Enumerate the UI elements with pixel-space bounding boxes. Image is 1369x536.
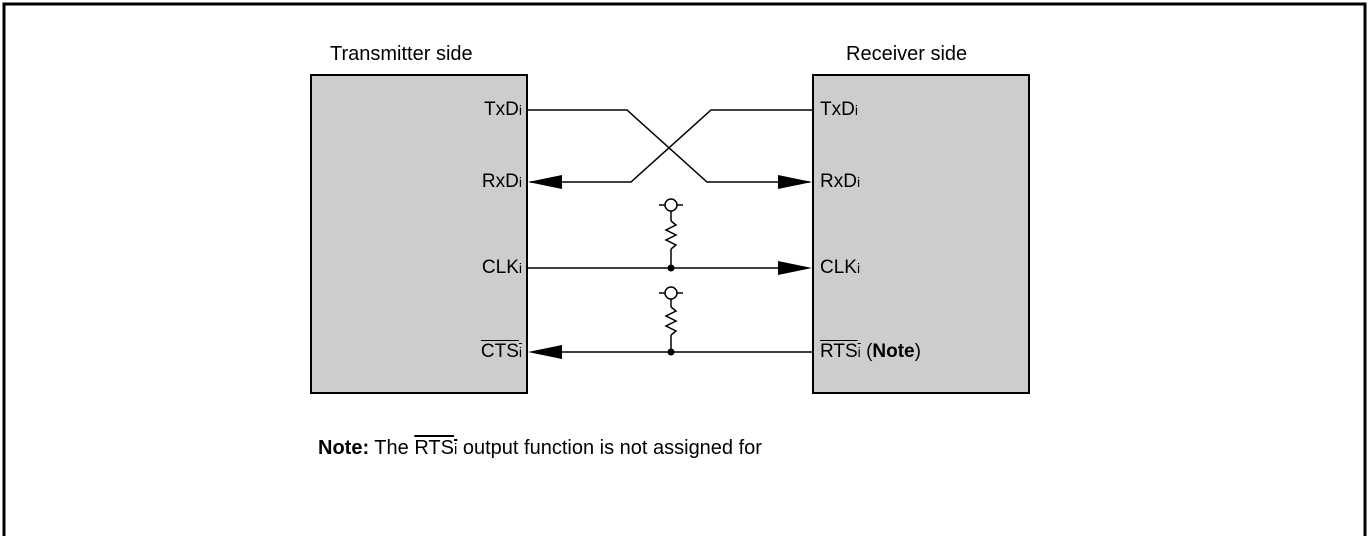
transmitter-pin-clk: CLKi <box>481 257 522 278</box>
transmitter-pin-cts: CTSi <box>480 341 522 362</box>
receiver-pin-txd: TxDi <box>820 99 858 120</box>
receiver-pin-rts-note-ref: Note <box>872 341 915 362</box>
transmitter-pin-rxd: RxDi <box>481 171 522 192</box>
transmitter-pin-txd: TxDi <box>484 99 522 120</box>
wire-txd-to-rxd-return <box>530 109 812 183</box>
wire-txd-to-rxd <box>527 109 810 183</box>
pullup-resistor-cts <box>659 286 683 356</box>
receiver-pin-rts: RTSi (Note) <box>820 341 921 362</box>
transmitter-title: Transmitter side <box>330 43 473 65</box>
receiver-pin-clk: CLKi <box>820 257 861 278</box>
receiver-block <box>812 74 1030 394</box>
arrowhead-clk-receiver <box>778 261 812 275</box>
arrowhead-rxd-receiver <box>778 175 812 189</box>
receiver-title: Receiver side <box>846 43 968 65</box>
footnote-signal: RTSi <box>414 437 458 459</box>
arrowhead-cts-transmitter <box>528 345 562 359</box>
footnote: Note: The RTSi output function is not as… <box>318 437 762 459</box>
arrowhead-rxd-transmitter <box>528 175 562 189</box>
footnote-label: Note: <box>318 437 370 459</box>
pullup-resistor-clk <box>659 198 683 272</box>
transmitter-block <box>310 74 528 394</box>
receiver-pin-rxd: RxDi <box>820 171 861 192</box>
